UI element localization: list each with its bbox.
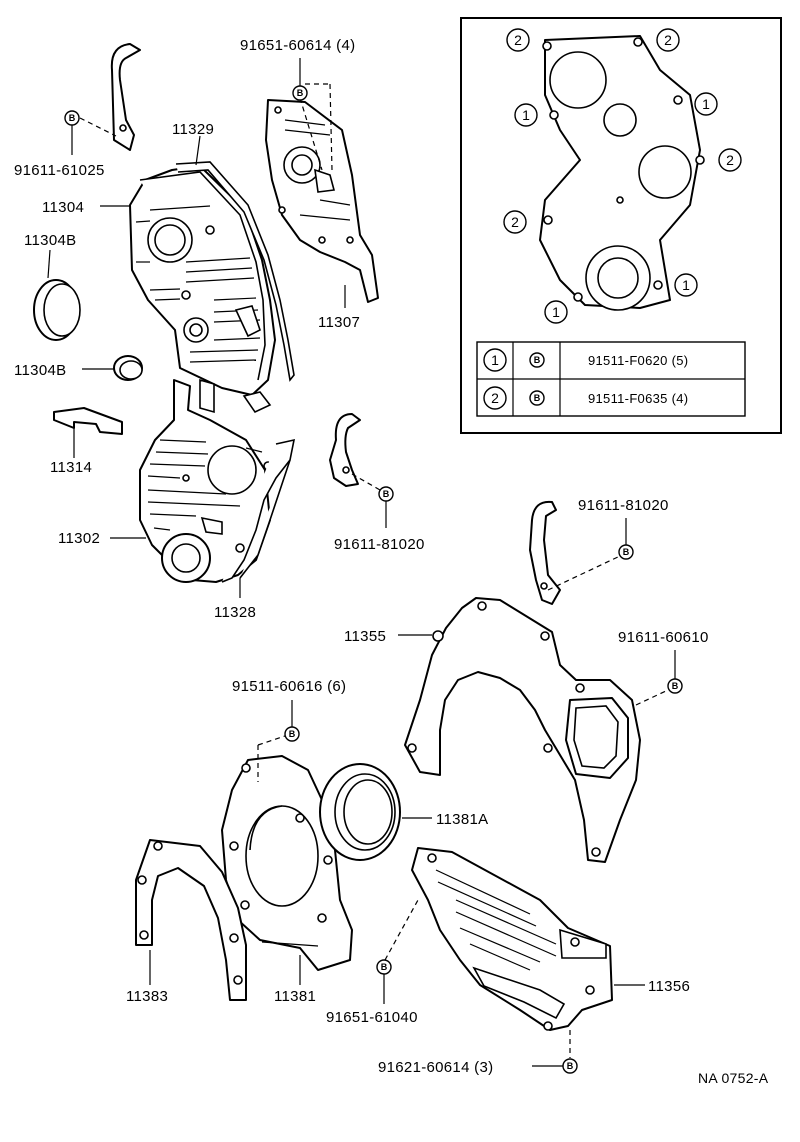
inset-callout-2-left: 2 bbox=[503, 210, 527, 234]
inset-callout-2-right: 2 bbox=[718, 148, 742, 172]
bolt-marker-91651-60614: B bbox=[292, 58, 308, 101]
label-91621-60614: 91621-60614 (3) bbox=[378, 1059, 493, 1076]
inset-callout-1-left: 1 bbox=[514, 103, 538, 127]
svg-text:B: B bbox=[297, 88, 304, 98]
part-11304B-plug-small bbox=[113, 355, 143, 381]
label-11304B-upper: 11304B bbox=[24, 232, 76, 249]
label-11381A: 11381A bbox=[436, 811, 488, 828]
label-11304B-lower: 11304B bbox=[14, 362, 66, 379]
inset-panel: 2 2 1 1 2 2 1 1 bbox=[460, 17, 782, 434]
inset-callout-1-bottom-right: 1 bbox=[674, 273, 698, 297]
svg-text:2: 2 bbox=[726, 152, 734, 168]
label-11302: 11302 bbox=[58, 530, 100, 547]
part-11381A-oil-seal bbox=[319, 763, 401, 861]
label-11307: 11307 bbox=[318, 314, 360, 331]
label-11329: 11329 bbox=[172, 121, 214, 138]
label-11355: 11355 bbox=[344, 628, 386, 645]
inset-table-row-1: 1 B 91511-F0620 (5) bbox=[483, 348, 688, 372]
bolt-marker-91611-61025: B bbox=[64, 110, 80, 155]
label-11383: 11383 bbox=[126, 988, 168, 1005]
bolt-marker-91611-60610: B bbox=[667, 650, 683, 694]
inset-bolt-table: 1 B 91511-F0620 (5) 2 B 91511-F0635 (4) bbox=[476, 341, 746, 417]
svg-text:B: B bbox=[383, 489, 390, 499]
part-11328-gasket bbox=[221, 438, 296, 598]
bracket-hook-top bbox=[110, 43, 141, 151]
drawing-code: NA 0752-A bbox=[698, 1070, 769, 1086]
svg-text:1: 1 bbox=[522, 107, 530, 123]
inset-callout-2-top-right: 2 bbox=[656, 28, 680, 52]
svg-text:B: B bbox=[534, 355, 541, 365]
inset-table-row-2: 2 B 91511-F0635 (4) bbox=[483, 386, 688, 410]
part-11304B-plug-large bbox=[33, 249, 81, 341]
label-91511-60616: 91511-60616 (6) bbox=[232, 678, 346, 695]
part-11302-lower-cover bbox=[139, 378, 273, 583]
svg-text:B: B bbox=[672, 681, 679, 691]
bolt-marker-91611-81020-right: B bbox=[618, 518, 634, 560]
part-11383-gasket bbox=[135, 839, 247, 1001]
inset-callout-1-right: 1 bbox=[694, 92, 718, 116]
part-11307-rear-plate bbox=[265, 99, 379, 303]
label-11328: 11328 bbox=[214, 604, 256, 621]
label-91651-60614: 91651-60614 (4) bbox=[240, 37, 355, 54]
svg-text:B: B bbox=[623, 547, 630, 557]
bolt-marker-91511-60616: B bbox=[284, 700, 300, 742]
label-11314: 11314 bbox=[50, 459, 92, 476]
label-91611-61025: 91611-61025 bbox=[14, 162, 105, 179]
bolt-marker-91651-61040: B bbox=[376, 959, 392, 1004]
label-91611-81020-left: 91611-81020 bbox=[334, 536, 425, 553]
part-11304-upper-cover bbox=[129, 165, 276, 414]
svg-text:B: B bbox=[567, 1061, 574, 1071]
bracket-hook-right bbox=[529, 500, 561, 605]
label-11381: 11381 bbox=[274, 988, 316, 1005]
bolt-marker-91611-81020-left: B bbox=[378, 486, 394, 528]
svg-text:B: B bbox=[69, 113, 76, 123]
svg-text:1: 1 bbox=[682, 277, 690, 293]
svg-text:B: B bbox=[534, 393, 541, 403]
bolt-marker-91621-60614: B bbox=[532, 1058, 578, 1074]
svg-text:1: 1 bbox=[552, 304, 560, 320]
svg-text:2: 2 bbox=[664, 32, 672, 48]
svg-text:2: 2 bbox=[514, 32, 522, 48]
svg-text:91511-F0635 (4): 91511-F0635 (4) bbox=[588, 391, 688, 406]
label-11356: 11356 bbox=[648, 978, 690, 995]
label-91611-60610: 91611-60610 bbox=[618, 629, 709, 646]
svg-text:B: B bbox=[289, 729, 296, 739]
inset-callout-1-bottom-left: 1 bbox=[544, 300, 568, 324]
svg-text:1: 1 bbox=[702, 96, 710, 112]
label-91651-61040: 91651-61040 bbox=[326, 1009, 418, 1026]
part-11355-plate bbox=[404, 597, 641, 863]
svg-text:91511-F0620 (5): 91511-F0620 (5) bbox=[588, 353, 688, 368]
label-91611-81020-right: 91611-81020 bbox=[578, 497, 669, 514]
bracket-hook-mid bbox=[329, 413, 361, 487]
svg-text:B: B bbox=[381, 962, 388, 972]
part-11314-guide bbox=[53, 407, 123, 458]
part-11329-gasket bbox=[175, 161, 295, 382]
svg-text:2: 2 bbox=[491, 390, 499, 406]
svg-text:1: 1 bbox=[491, 352, 499, 368]
part-11356-lower-plate bbox=[411, 847, 613, 1031]
label-11304: 11304 bbox=[42, 199, 84, 216]
inset-callout-2-top-left: 2 bbox=[506, 28, 530, 52]
svg-text:2: 2 bbox=[511, 214, 519, 230]
